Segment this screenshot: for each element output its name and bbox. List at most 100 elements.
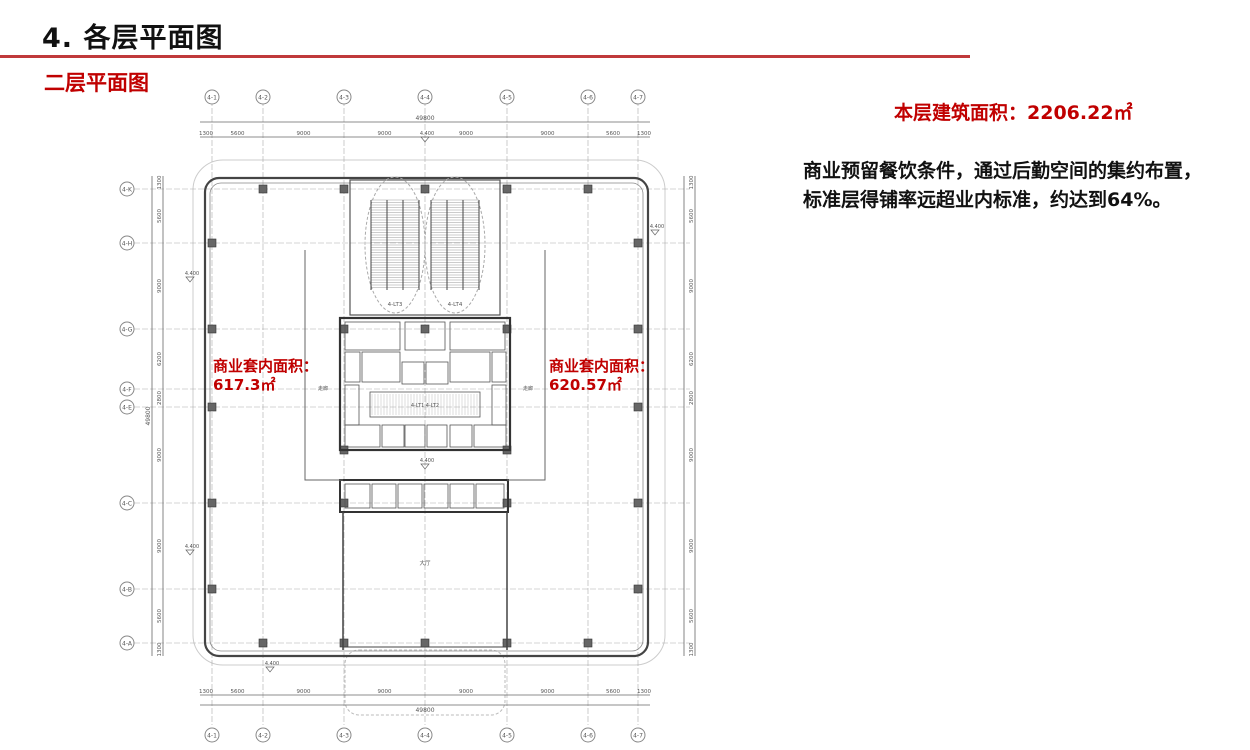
axis-label: 4-6 [583, 95, 593, 102]
dimension-label: 9000 [157, 448, 163, 462]
dimension-label: 5600 [157, 609, 163, 623]
dimension-label: 9000 [297, 689, 311, 695]
core-room [423, 483, 449, 509]
axis-label: 4-2 [258, 95, 268, 102]
dimension-label: 9000 [541, 131, 555, 137]
corridor-label: 走廊 [523, 385, 533, 392]
dimension-label: 2800 [157, 391, 163, 405]
axis-label: 4-E [122, 405, 132, 412]
dimension-label: 1300 [689, 642, 695, 656]
dimension-label: 9000 [541, 689, 555, 695]
lower-core [339, 479, 509, 513]
axis-bubble [204, 727, 220, 743]
elevation-marker [420, 463, 430, 470]
axis-bubble [119, 399, 135, 415]
core-room [401, 361, 425, 385]
axis-bubble [119, 321, 135, 337]
column [633, 584, 643, 594]
dimension-label: 9000 [297, 131, 311, 137]
dimension-label: 5600 [231, 131, 245, 137]
axis-label: 4-7 [633, 733, 643, 740]
core-room [397, 483, 423, 509]
dimension-label: 9000 [689, 279, 695, 293]
axis-bubble [580, 727, 596, 743]
axis-bubble [119, 635, 135, 651]
axis-bubble [630, 727, 646, 743]
floor-plan-subtitle: 二层平面图 [44, 71, 149, 95]
dimension-label: 1300 [199, 131, 213, 137]
site-boundary [192, 159, 666, 666]
axis-label: 4-H [122, 241, 133, 248]
column [420, 638, 430, 648]
elevation-label: 4.400 [420, 131, 434, 137]
dimension-label: 1300 [199, 689, 213, 695]
description: 商业预留餐饮条件，通过后勤空间的集约布置， 标准层得铺率远超业内标准，约达到64… [803, 157, 1202, 215]
dimension-label: 1300 [157, 175, 163, 189]
dimension-label: 5600 [606, 689, 620, 695]
core-room [344, 351, 361, 383]
left-unit-label: 商业套内面积： [213, 357, 319, 375]
total-dimension: 49800 [415, 115, 434, 122]
elevation-label: 4.400 [420, 458, 434, 464]
core-room [475, 483, 505, 509]
dimension-label: 2800 [689, 391, 695, 405]
core-room [426, 424, 448, 448]
axis-label: 4-F [122, 387, 132, 394]
core-room [491, 384, 507, 426]
right-unit-area: 商业套内面积： 620.57㎡ [549, 357, 654, 395]
right-unit-value: 620.57㎡ [549, 376, 622, 394]
axis-bubble [119, 581, 135, 597]
dimension-label: 6200 [689, 352, 695, 366]
axis-bubble [119, 235, 135, 251]
core-room [449, 483, 475, 509]
column [339, 184, 349, 194]
elevation-marker [185, 276, 195, 283]
column [633, 238, 643, 248]
axis-label: 4-A [122, 641, 133, 648]
axis-bubble [336, 89, 352, 105]
axis-label: 4-4 [420, 95, 430, 102]
axis-bubble [580, 89, 596, 105]
dimension-label: 1300 [689, 175, 695, 189]
stair-label: 4-LT1 4-LT2 [411, 403, 439, 409]
column [207, 324, 217, 334]
axis-label: 4-3 [339, 733, 349, 740]
column [420, 184, 430, 194]
total-dimension: 49800 [415, 707, 434, 714]
column [633, 498, 643, 508]
axis-bubble [119, 381, 135, 397]
column [207, 238, 217, 248]
axis-bubble [499, 89, 515, 105]
dimension-label: 9000 [459, 131, 473, 137]
escalator-label: 4-LT4 [448, 302, 463, 308]
core-room [449, 424, 473, 448]
core-room [361, 351, 401, 383]
axis-bubble [255, 727, 271, 743]
axis-bubble [119, 181, 135, 197]
core-room [369, 391, 481, 418]
dimension-label: 9000 [689, 539, 695, 553]
axis-label: 4-G [122, 327, 133, 334]
column [502, 184, 512, 194]
dimension-label: 1300 [157, 642, 163, 656]
elevation-marker [420, 136, 430, 143]
description-line: 标准层得铺率远超业内标准，约达到64%。 [803, 189, 1172, 211]
elevation-marker [650, 229, 660, 236]
dimension-label: 9000 [689, 448, 695, 462]
axis-label: 4-4 [420, 733, 430, 740]
column [583, 638, 593, 648]
axis-label: 4-1 [207, 733, 217, 740]
floor-area-text: 本层建筑面积：2206.22㎡ [894, 102, 1133, 124]
axis-bubble [336, 727, 352, 743]
column [258, 184, 268, 194]
core-room [381, 424, 405, 448]
column [633, 324, 643, 334]
core-room [425, 361, 449, 385]
core-room [491, 351, 507, 383]
exterior-wall-inner [209, 182, 644, 652]
axis-label: 4-5 [502, 733, 512, 740]
dimension-label: 9000 [378, 131, 392, 137]
column [207, 402, 217, 412]
dimension-label: 9000 [157, 539, 163, 553]
lobby-label: 大厅 [419, 559, 431, 567]
